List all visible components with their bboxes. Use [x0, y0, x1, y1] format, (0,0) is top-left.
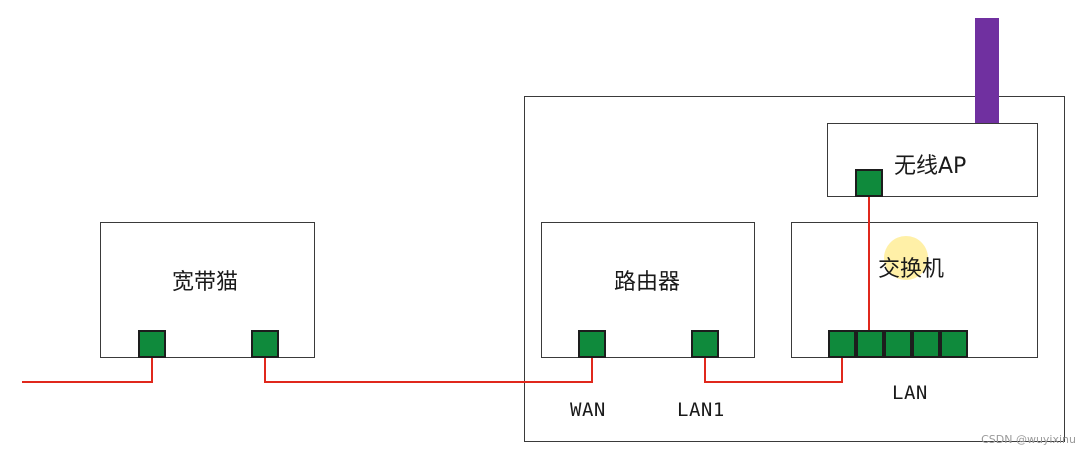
switch-port-5 — [940, 330, 968, 358]
ap-label: 无线AP — [894, 154, 967, 179]
router-wan-port — [578, 330, 606, 358]
cursor-highlight — [884, 236, 928, 280]
switch-port-3 — [884, 330, 912, 358]
cable-modem-to-wan — [264, 358, 593, 383]
watermark: CSDN @wuyixinu — [981, 433, 1076, 446]
cable-lan1-to-switch — [704, 358, 843, 383]
router-label: 路由器 — [614, 270, 681, 295]
switch-port-4 — [912, 330, 940, 358]
router-box — [541, 222, 755, 358]
switch-label: 交换机 — [878, 257, 945, 282]
wan-label: WAN — [570, 399, 606, 421]
switch-port-1 — [828, 330, 856, 358]
lan1-label: LAN1 — [677, 399, 725, 421]
modem-port-2 — [251, 330, 279, 358]
modem-box — [100, 222, 315, 358]
modem-port-1 — [138, 330, 166, 358]
modem-label: 宽带猫 — [172, 270, 239, 295]
router-lan1-port — [691, 330, 719, 358]
lan-label: LAN — [892, 382, 928, 404]
antenna — [975, 18, 999, 123]
switch-port-2 — [856, 330, 884, 358]
cable-uplink — [22, 358, 153, 383]
ap-port — [855, 169, 883, 197]
